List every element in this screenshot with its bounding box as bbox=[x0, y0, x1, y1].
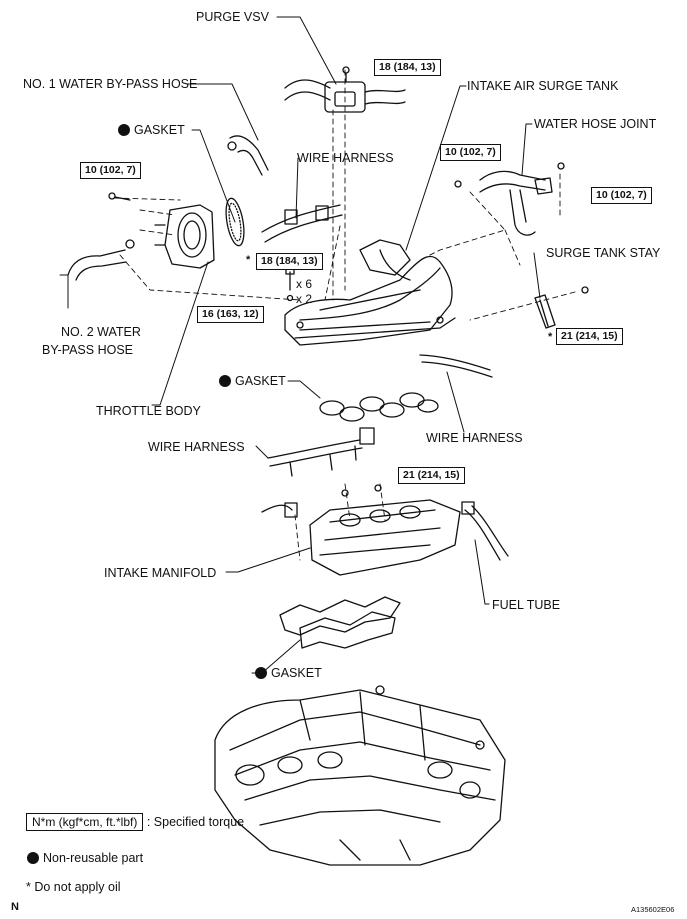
purge-vsv-part bbox=[284, 66, 406, 113]
torque-intake-manifold: 21 (214, 15) bbox=[398, 467, 465, 484]
filled-circle-icon bbox=[27, 852, 39, 864]
torque-surge-tank-stay: 21 (214, 15) bbox=[556, 328, 623, 345]
fuel-tube-part bbox=[461, 501, 509, 561]
throttle-body-label: THROTTLE BODY bbox=[96, 404, 201, 418]
wire-harness-3-label: WIRE HARNESS bbox=[148, 440, 245, 454]
torque-throttle-body: 10 (102, 7) bbox=[80, 162, 141, 179]
legend-non-reusable: Non-reusable part bbox=[27, 851, 143, 865]
dashed-guides bbox=[114, 69, 576, 561]
bolt-multiplier: x 6 bbox=[296, 277, 313, 291]
surge-tank-stay-part bbox=[534, 286, 589, 329]
wire-harness-1-part bbox=[261, 204, 343, 243]
non-reusable-dot-icon bbox=[219, 375, 231, 387]
wire-harness-1-label: WIRE HARNESS bbox=[297, 151, 394, 165]
fuel-tube-label: FUEL TUBE bbox=[492, 598, 561, 612]
wire-harness-2-label: WIRE HARNESS bbox=[426, 431, 523, 445]
no2-water-bypass-hose-part bbox=[67, 239, 135, 281]
legend-torque-box: N*m (kgf*cm, ft.*lbf) bbox=[26, 813, 144, 831]
gasket-top-label: GASKET bbox=[118, 123, 185, 137]
no2-water-bypass-hose-label-line1: NO. 2 WATER bbox=[61, 325, 141, 339]
gasket-top-text: GASKET bbox=[134, 123, 185, 137]
throttle-body-part bbox=[108, 192, 215, 269]
surge-tank-fasteners bbox=[285, 267, 295, 302]
gasket-bottom-text: GASKET bbox=[271, 666, 322, 680]
purge-vsv-label: PURGE VSV bbox=[196, 10, 269, 24]
gasket-mid-label: GASKET bbox=[219, 374, 286, 388]
leader-lines bbox=[59, 16, 541, 674]
no-oil-star-1: * bbox=[246, 254, 251, 266]
surge-tank-stay-label: SURGE TANK STAY bbox=[546, 246, 661, 260]
intake-air-surge-tank-label: INTAKE AIR SURGE TANK bbox=[467, 79, 619, 93]
figure-code: A135602E06 bbox=[631, 905, 675, 914]
intake-air-surge-tank-part bbox=[284, 239, 456, 346]
water-hose-joint-part bbox=[454, 162, 565, 236]
wire-harness-2-part bbox=[419, 354, 493, 378]
water-hose-joint-label: WATER HOSE JOINT bbox=[534, 117, 657, 131]
torque-surge-tank-bolt: 18 (184, 13) bbox=[256, 253, 323, 270]
non-reusable-dot-icon bbox=[118, 124, 130, 136]
gasket-mid-text: GASKET bbox=[235, 374, 286, 388]
no2-water-bypass-hose-label-line2: BY-PASS HOSE bbox=[42, 343, 134, 357]
intake-manifold-label: INTAKE MANIFOLD bbox=[104, 566, 217, 580]
torque-water-hose-joint-right: 10 (102, 7) bbox=[591, 187, 652, 204]
legend-torque: N*m (kgf*cm, ft.*lbf) : Specified torque bbox=[26, 813, 245, 831]
intake-manifold-part bbox=[261, 484, 461, 576]
no1-water-bypass-hose-part bbox=[227, 135, 269, 176]
intake-gasket-bottom-part bbox=[279, 596, 401, 649]
engine-block-part bbox=[214, 685, 506, 866]
corner-letter: N bbox=[11, 901, 19, 913]
non-reusable-dot-icon bbox=[255, 667, 267, 679]
legend-non-reusable-text: Non-reusable part bbox=[43, 851, 144, 865]
nut-multiplier: x 2 bbox=[296, 292, 313, 306]
torque-surge-tank-nut: 16 (163, 12) bbox=[197, 306, 264, 323]
torque-water-hose-joint-left: 10 (102, 7) bbox=[440, 144, 501, 161]
legend-torque-desc: : Specified torque bbox=[146, 815, 245, 829]
legend-no-oil: * Do not apply oil bbox=[26, 880, 121, 894]
gasket-bottom-label: GASKET bbox=[255, 666, 322, 680]
no1-water-bypass-hose-label: NO. 1 WATER BY-PASS HOSE bbox=[23, 77, 198, 91]
torque-purge-vsv: 18 (184, 13) bbox=[374, 59, 441, 76]
throttle-gasket-part bbox=[225, 197, 245, 247]
intake-gasket-mid-part bbox=[319, 392, 439, 422]
wire-harness-3-part bbox=[267, 427, 375, 477]
no-oil-star-2: * bbox=[548, 331, 553, 343]
